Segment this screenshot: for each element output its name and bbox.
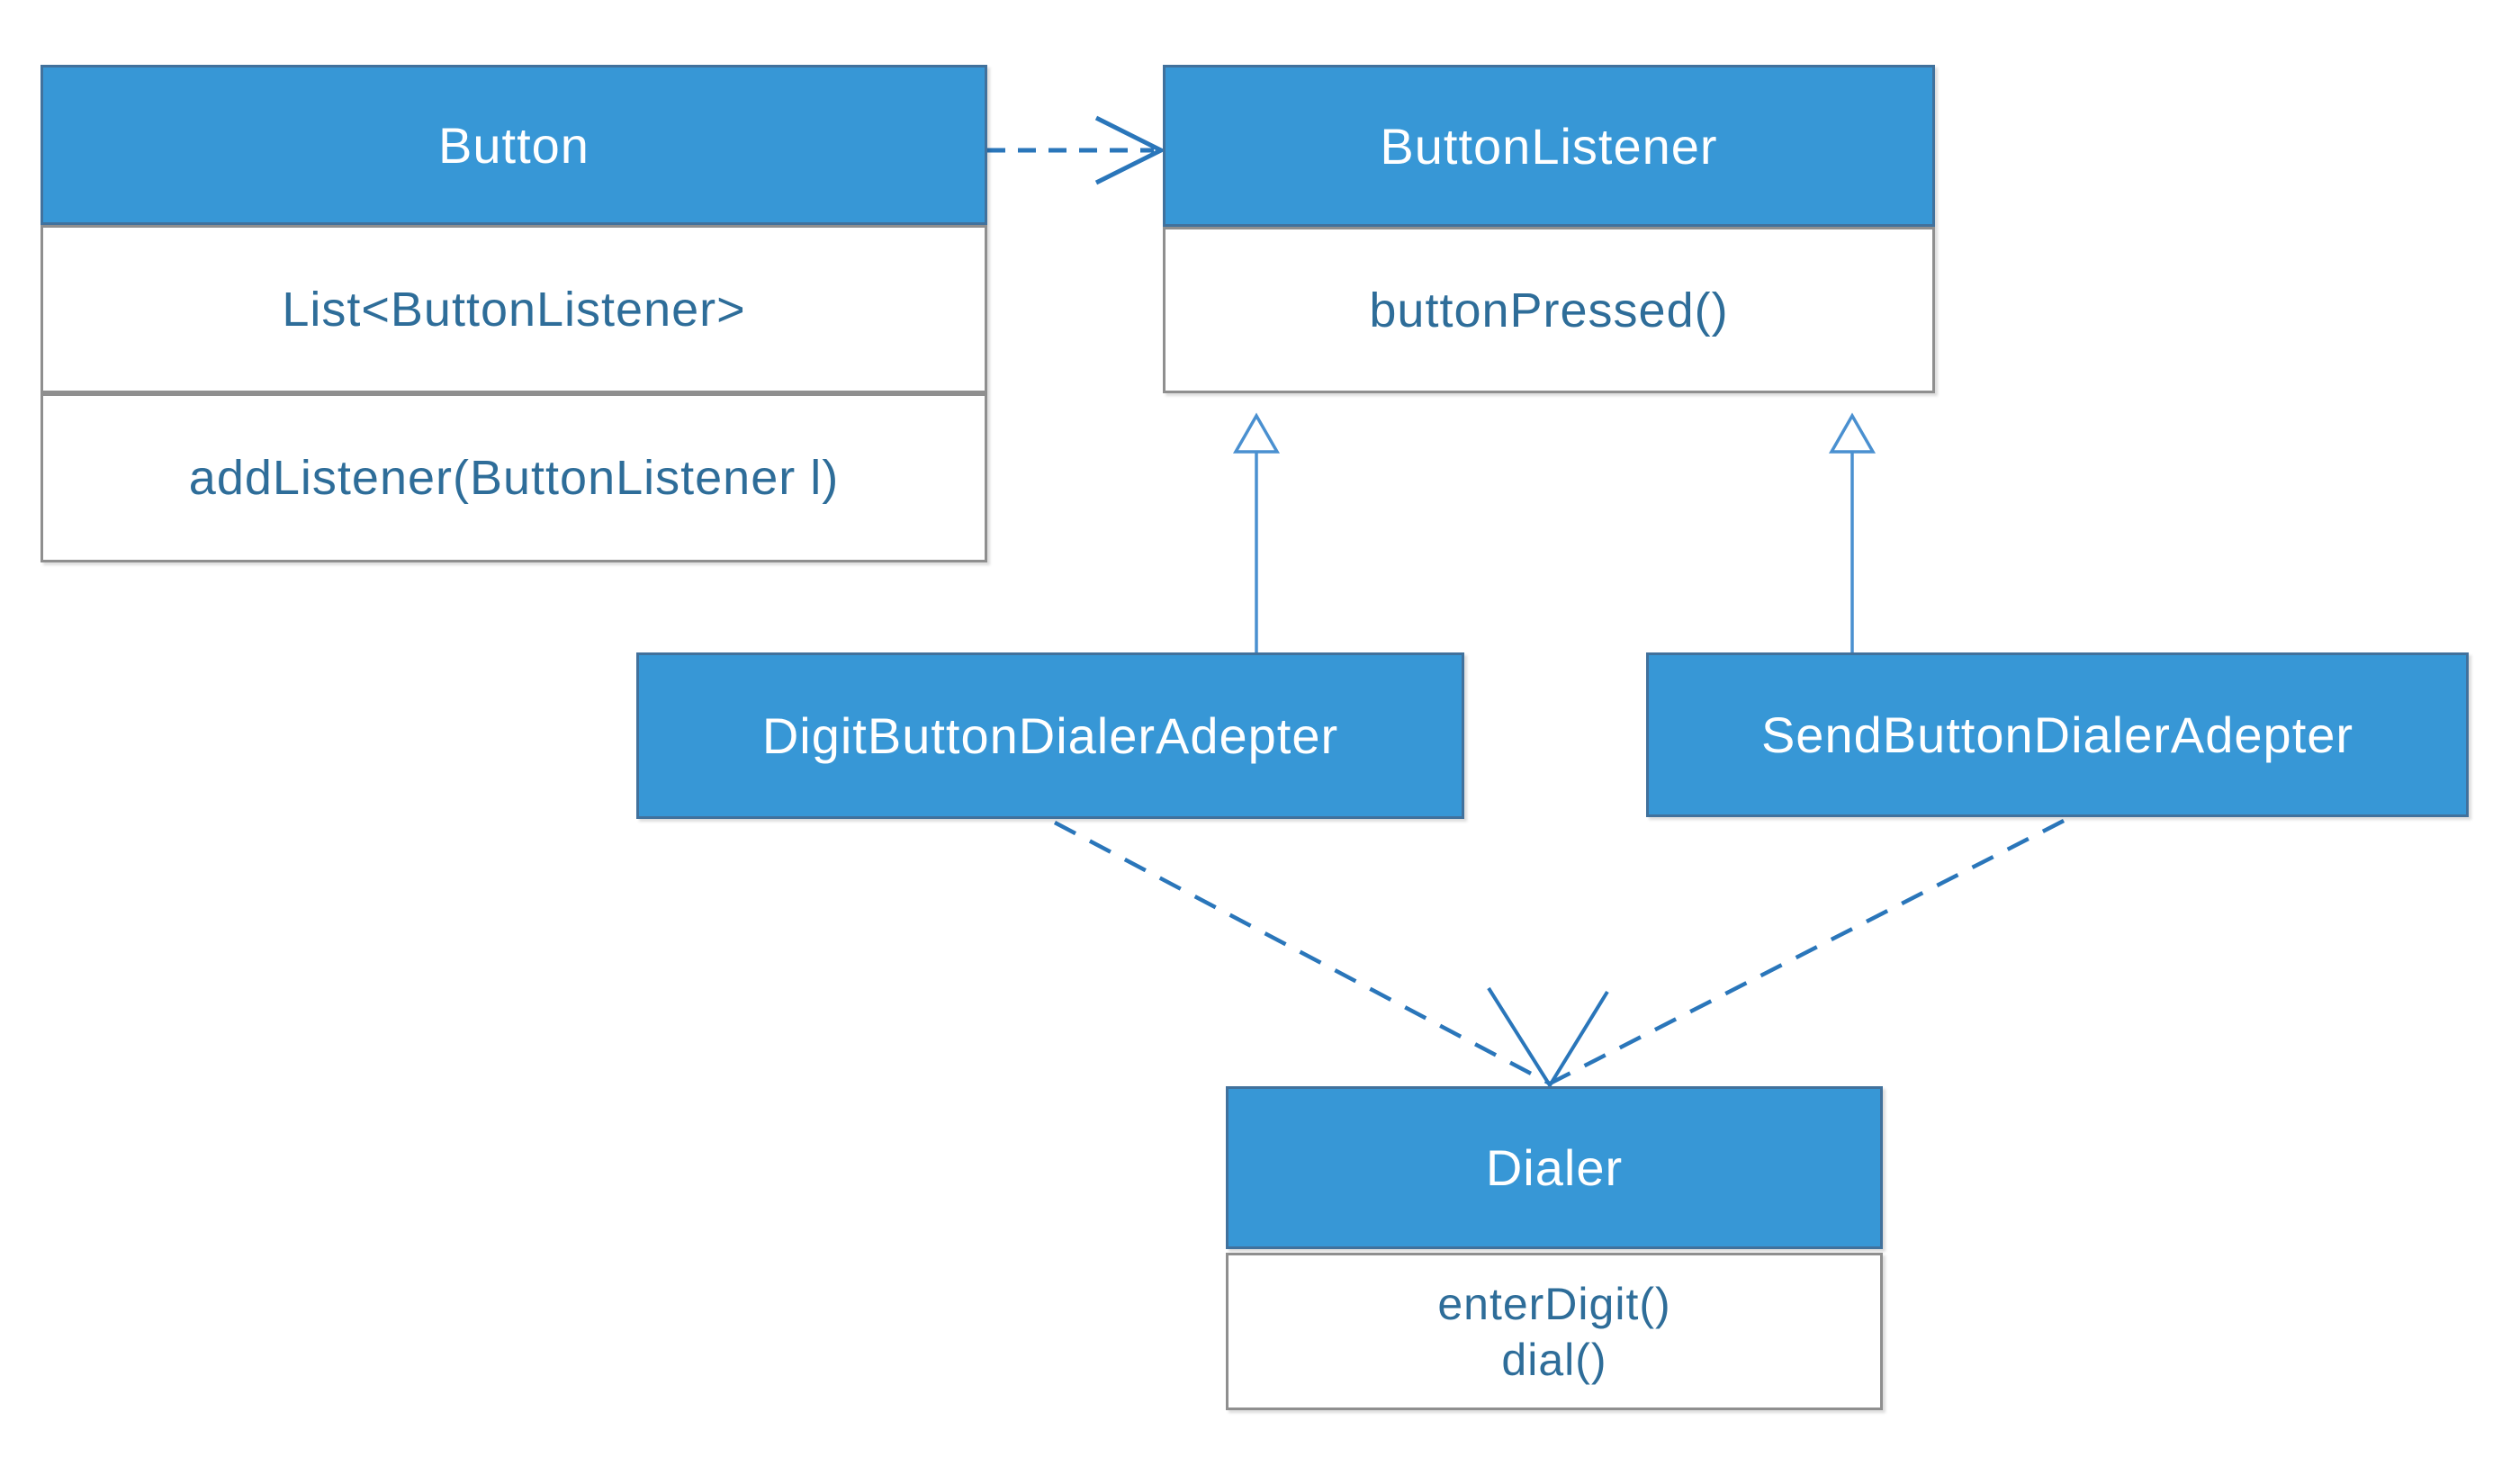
realization-arrow-digit-adapter-to-buttonlistener: [1232, 412, 1281, 652]
class-dialer-header: Dialer: [1226, 1086, 1883, 1249]
hollow-triangle-icon: [1828, 412, 1876, 454]
open-arrowhead-icon: [1487, 986, 1609, 1089]
class-digit-button-dialer-adapter-title: DigitButtonDialerAdepter: [761, 707, 1339, 764]
hollow-triangle-icon: [1232, 412, 1281, 454]
method-enter-digit: enterDigit(): [1437, 1278, 1671, 1329]
class-button-attributes-row: List<ButtonListener>: [40, 225, 987, 393]
class-dialer-title: Dialer: [1485, 1139, 1624, 1196]
class-button-methods-row: addListener(ButtonListener l): [40, 393, 987, 562]
method-dial: dial(): [1501, 1334, 1607, 1385]
class-send-button-dialer-adapter: SendButtonDialerAdepter: [1646, 652, 2469, 817]
class-digit-button-dialer-adapter: DigitButtonDialerAdepter: [636, 652, 1464, 819]
method-button-pressed: buttonPressed(): [1369, 283, 1729, 337]
dependency-arrow-digit-adapter-to-dialer: [1053, 821, 1552, 1085]
attribute-listener-list: List<ButtonListener>: [282, 282, 746, 337]
dashed-line: [1053, 821, 1552, 1085]
method-add-listener: addListener(ButtonListener l): [188, 451, 840, 505]
class-buttonlistener-title: ButtonListener: [1380, 117, 1718, 175]
open-arrowhead-icon: [1094, 115, 1166, 185]
dependency-arrow-send-adapter-to-dialer: [1548, 818, 2066, 1086]
dependency-arrow-button-to-buttonlistener: [987, 115, 1166, 185]
realization-arrow-send-adapter-to-buttonlistener: [1828, 412, 1876, 652]
class-buttonlistener-methods-row: buttonPressed(): [1163, 227, 1935, 393]
class-button-header: Button: [40, 65, 987, 225]
class-send-button-dialer-adapter-title: SendButtonDialerAdepter: [1760, 706, 2354, 763]
class-dialer-methods-row: enterDigit() dial(): [1226, 1253, 1883, 1410]
dashed-line: [1548, 818, 2066, 1086]
class-buttonlistener-header: ButtonListener: [1163, 65, 1935, 227]
class-button-title: Button: [438, 116, 590, 174]
